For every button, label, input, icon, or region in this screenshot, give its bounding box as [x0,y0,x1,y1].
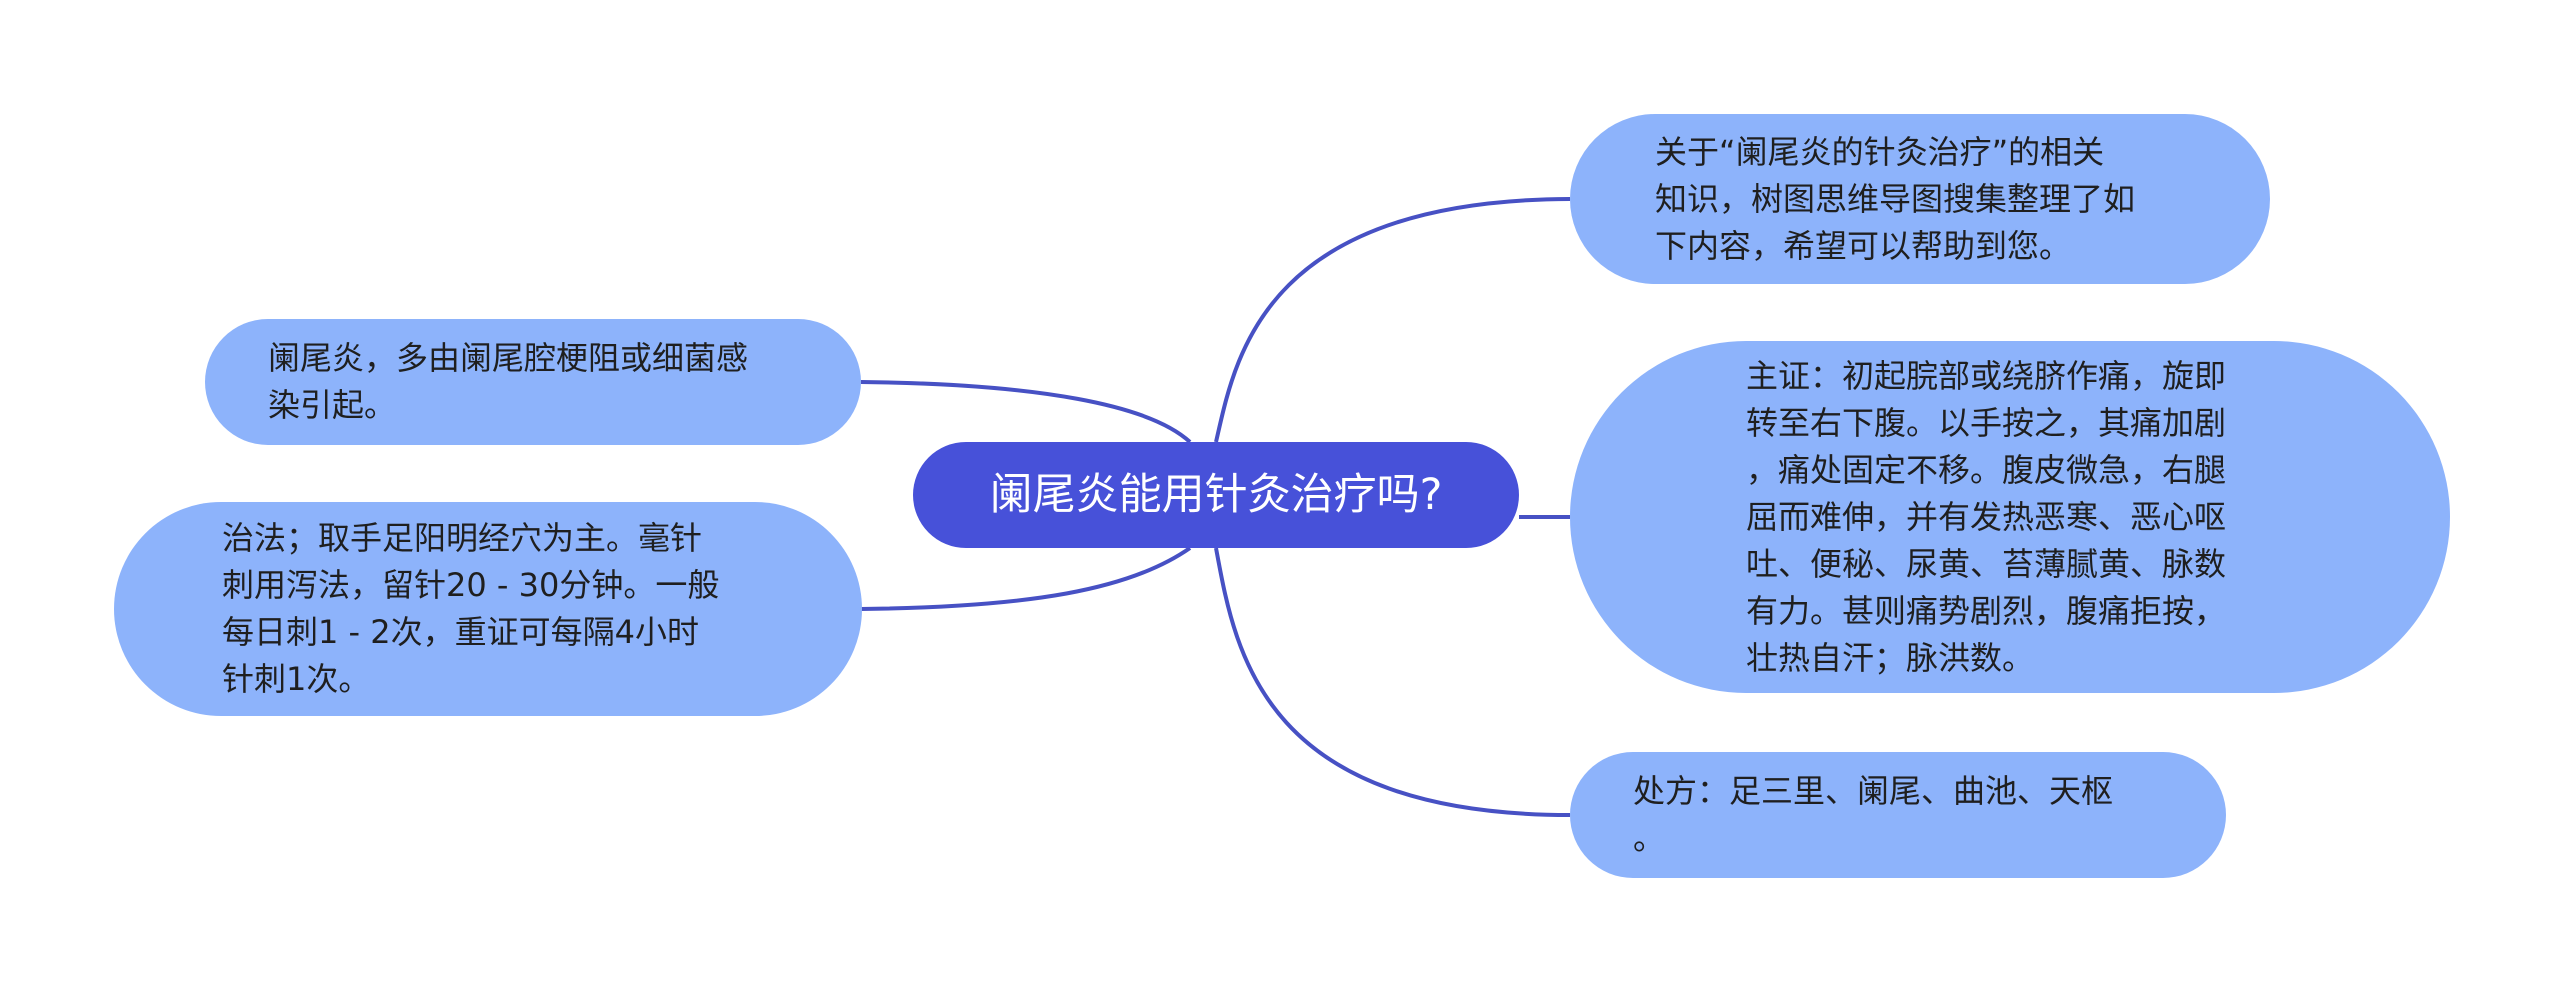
topic-node-cause-text: 阑尾炎，多由阑尾腔梗阻或细菌感 染引起。 [268,339,749,424]
topic-node-cause[interactable]: 阑尾炎，多由阑尾腔梗阻或细菌感 染引起。 [205,319,861,445]
topic-node-treatment-text: 治法；取手足阳明经穴为主。毫针 刺用泻法，留针20 - 30分钟。一般 每日刺1… [222,519,720,698]
topic-node-symptoms[interactable]: 主证：初起脘部或绕脐作痛，旋即 转至右下腹。以手按之，其痛加剧 ，痛处固定不移。… [1570,341,2450,693]
topic-node-intro-text: 关于“阑尾炎的针灸治疗”的相关 知识，树图思维导图搜集整理了如 下内容，希望可以… [1655,132,2136,265]
topic-node-treatment[interactable]: 治法；取手足阳明经穴为主。毫针 刺用泻法，留针20 - 30分钟。一般 每日刺1… [114,502,862,716]
root-node[interactable]: 阑尾炎能用针灸治疗吗? [913,442,1519,548]
connector-left-2 [860,546,1192,611]
topic-node-symptoms-text: 主证：初起脘部或绕脐作痛，旋即 转至右下腹。以手按之，其痛加剧 ，痛处固定不移。… [1746,356,2227,677]
connector-left-1 [860,380,1192,444]
connector-right-3 [1214,547,1571,817]
connector-right-1 [1214,197,1571,443]
topic-node-prescription-text: 处方：足三里、阑尾、曲池、天枢 。 [1633,772,2114,857]
root-node-text: 阑尾炎能用针灸治疗吗? [989,470,1443,520]
topic-node-prescription[interactable]: 处方：足三里、阑尾、曲池、天枢 。 [1570,752,2226,878]
topic-node-intro[interactable]: 关于“阑尾炎的针灸治疗”的相关 知识，树图思维导图搜集整理了如 下内容，希望可以… [1570,114,2270,284]
